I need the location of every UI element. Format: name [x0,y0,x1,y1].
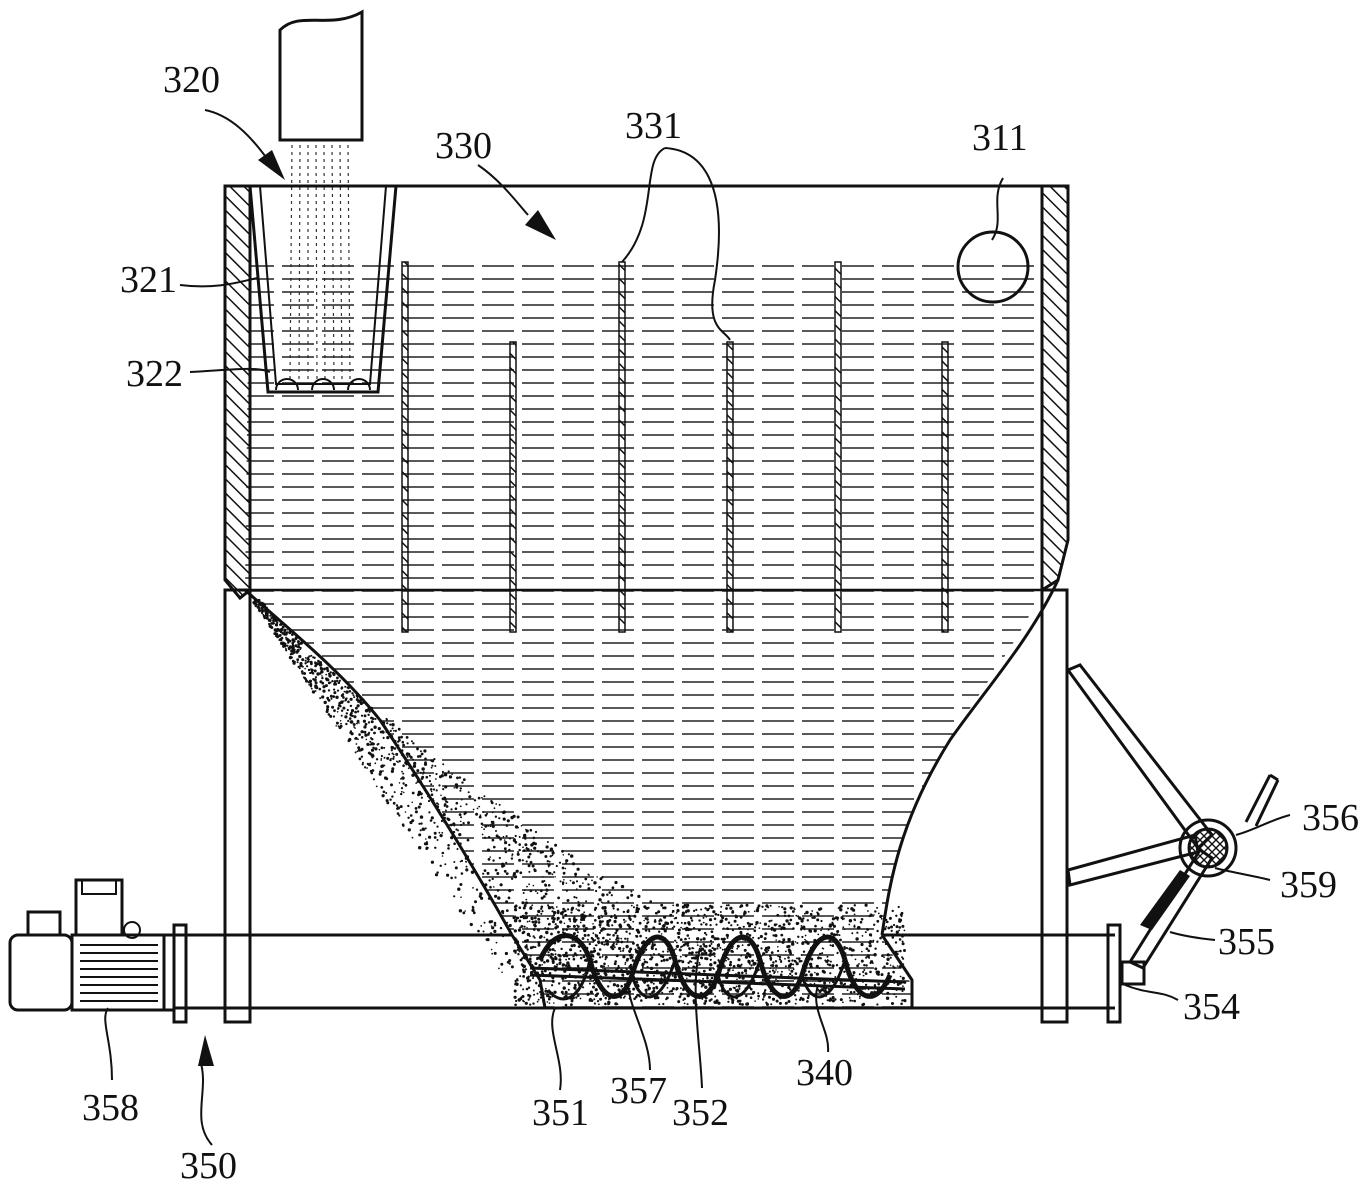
screw-helix [537,933,893,1001]
baffle-plate [509,341,517,633]
inlet-cup [248,185,398,394]
label-358: 358 [82,1087,139,1129]
label-350: 350 [180,1145,237,1186]
baffle-plate [941,341,949,633]
label-321: 321 [120,259,177,301]
baffle-plate [726,341,734,633]
conveyor-tube [175,933,1115,1010]
baffle-plate [834,261,842,633]
baffle-plate [401,261,409,633]
inlet-pipe [278,9,364,142]
baffle-plates [401,261,949,633]
label-355: 355 [1218,921,1275,963]
label-357: 357 [610,1070,667,1112]
label-359: 359 [1280,864,1337,906]
label-351: 351 [532,1092,589,1134]
label-352: 352 [672,1092,729,1134]
label-322: 322 [126,353,183,395]
tank-walls [223,184,1070,601]
valve-handwheel [1178,818,1238,878]
part-labels: 320 330 331 311 321 322 356 359 355 354 … [82,59,1359,1186]
label-340: 340 [796,1052,853,1094]
label-320: 320 [163,59,220,101]
leader-lines [104,109,1291,1146]
overflow-port [956,230,1030,304]
filter-balls [275,378,371,391]
baffle-plate [618,261,626,633]
label-356: 356 [1302,797,1359,839]
label-311: 311 [972,117,1028,159]
drive-motor [8,878,188,1024]
hopper-wall [244,579,1060,936]
label-331: 331 [625,105,682,147]
label-330: 330 [435,125,492,167]
label-354: 354 [1183,986,1240,1028]
